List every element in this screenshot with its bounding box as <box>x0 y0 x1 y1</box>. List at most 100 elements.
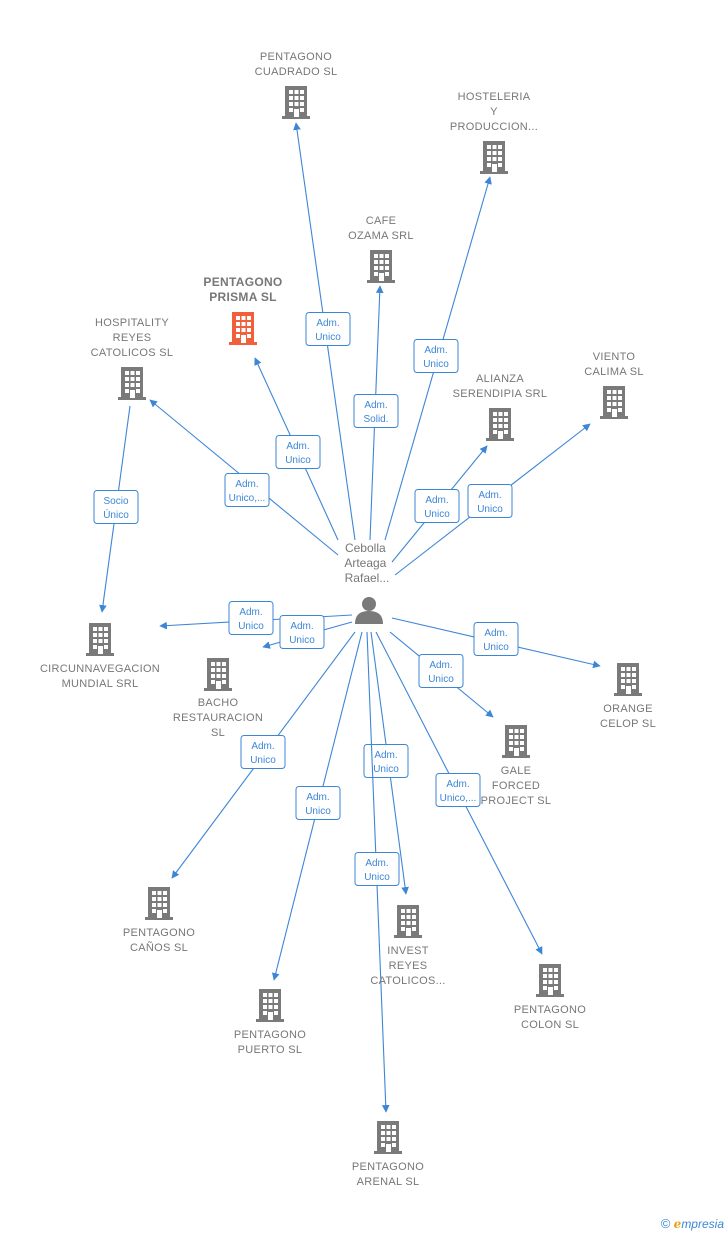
edge-label: Adm. Unico <box>477 490 503 515</box>
company-label-line: CIRCUNNAVEGACION <box>40 663 160 675</box>
edge-label-box[interactable] <box>353 394 399 428</box>
edge-hosteleria: Adm.Unico <box>384 176 492 541</box>
company-label-line: PENTAGONO <box>260 51 332 63</box>
company-label-line: CAÑOS SL <box>130 941 188 954</box>
edge-label-box[interactable] <box>305 312 351 346</box>
edge-pentagono-prisma: Adm.Unico <box>254 357 339 541</box>
edge-label-line: Adm. <box>484 628 507 639</box>
edge-label-box[interactable] <box>435 773 481 807</box>
edge-label-box[interactable] <box>224 473 270 507</box>
person-node[interactable]: Cebolla Arteaga Rafael... <box>344 541 389 624</box>
edge-label-line: Adm. <box>364 400 387 411</box>
edge-label-box[interactable] <box>93 490 139 524</box>
edge-label-line: Unico <box>477 504 503 515</box>
edge-invest: Adm.Unico <box>363 631 409 895</box>
company-label-line: INVEST <box>387 945 429 957</box>
edge-label-line: Unico <box>373 764 399 775</box>
company-label-line: ALIANZA <box>476 373 524 385</box>
edges-layer: Adm.UnicoAdm.UnicoAdm.Solid.Adm.UnicoAdm… <box>93 122 601 1113</box>
edge-label-box[interactable] <box>279 615 325 649</box>
company-label-line: SERENDIPIA SRL <box>453 388 548 400</box>
edge-label-box[interactable] <box>295 786 341 820</box>
building-icon <box>394 905 422 938</box>
edge-label: Adm.Unico <box>483 628 509 653</box>
edge-label-line: Unico <box>305 806 331 817</box>
edge-label-box[interactable] <box>414 489 460 523</box>
company-label-line: CELOP SL <box>600 718 656 730</box>
edge-label-box[interactable] <box>413 339 459 373</box>
edge-cafe-ozama: Adm. Solid. <box>353 285 399 541</box>
edge-label: Adm.Unico <box>428 660 454 685</box>
building-icon <box>256 989 284 1022</box>
edge-label-box[interactable] <box>473 622 519 656</box>
edge-label-line: Adm. <box>478 490 501 501</box>
edge-label: Adm.Unico <box>285 441 311 466</box>
person-label: Cebolla Arteaga Rafael... <box>344 541 389 585</box>
edge-label-box[interactable] <box>418 654 464 688</box>
edge-label-line: Unico <box>423 359 449 370</box>
edge-label-box[interactable] <box>363 744 409 778</box>
company-label-line: PENTAGONO <box>514 1004 586 1016</box>
building-icon <box>86 623 114 656</box>
company-label-line: ORANGE <box>603 703 652 715</box>
brand-name: mpresia <box>681 1217 724 1231</box>
company-label-line: CAFE <box>366 215 397 227</box>
company-label-line: COLON SL <box>521 1019 579 1031</box>
brand-letter: e <box>673 1217 682 1231</box>
building-icon <box>486 408 514 441</box>
building-icon <box>480 141 508 174</box>
edge-label-box[interactable] <box>240 735 286 769</box>
company-label-line: PENTAGONO <box>203 275 282 289</box>
edge-label-box[interactable] <box>275 435 321 469</box>
copyright-symbol: © <box>660 1216 671 1231</box>
company-label: PENTAGONO COLON SL <box>514 1004 586 1031</box>
company-node-alianza[interactable]: ALIANZA SERENDIPIA SRL <box>453 373 548 441</box>
edge-pentagono-colon: Adm.Unico,... <box>375 631 543 955</box>
company-label-line: CATOLICOS... <box>370 975 445 987</box>
company-node-orange[interactable]: ORANGE CELOP SL <box>600 663 656 730</box>
edge-label: Adm.Unico <box>373 750 399 775</box>
building-icon <box>614 663 642 696</box>
company-label-line: REYES <box>113 332 152 344</box>
edge-label-box[interactable] <box>354 852 400 886</box>
edge-label-line: Adm. <box>290 621 313 632</box>
edge-label: Adm.Unico <box>315 318 341 343</box>
edge-label-box[interactable] <box>467 484 513 518</box>
edge-label-line: Unico,... <box>229 493 266 504</box>
building-icon <box>229 312 257 345</box>
company-node-pentagono-colon[interactable]: PENTAGONO COLON SL <box>514 964 586 1031</box>
edge-pentagono-canos: Adm. Unico <box>171 631 356 879</box>
edge-label-line: Adm. <box>251 741 274 752</box>
edge-label-line: Unico <box>238 621 264 632</box>
edge-label-box[interactable] <box>228 601 274 635</box>
company-label-line: PENTAGONO <box>234 1029 306 1041</box>
edge-label-line: Adm. <box>286 441 309 452</box>
edge-label-line: Adm. <box>316 318 339 329</box>
edge-label-line: Adm. <box>235 479 258 490</box>
edge-label-line: Solid. <box>363 414 388 425</box>
edge-alianza: Adm.Unico <box>391 445 488 563</box>
building-icon <box>282 86 310 119</box>
company-label-line: ARENAL SL <box>357 1176 420 1188</box>
